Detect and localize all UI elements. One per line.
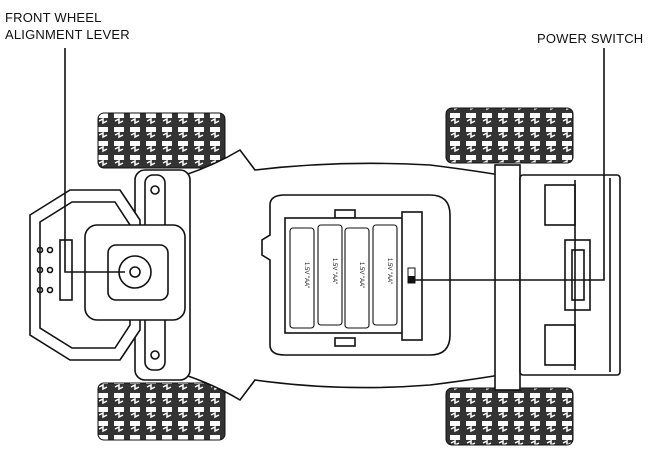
bumper-holes <box>36 246 54 294</box>
screw-hole <box>150 185 160 195</box>
front-wheel-alignment-lever-label: FRONT WHEEL ALIGNMENT LEVER <box>5 9 130 43</box>
screw-hole <box>150 350 160 360</box>
wheel-rear-top <box>445 107 574 164</box>
gearbox-inner <box>571 249 585 301</box>
housing-block <box>544 324 576 366</box>
rear-axle <box>494 164 521 391</box>
battery <box>344 227 370 329</box>
wheel-front-bottom <box>97 382 226 441</box>
leader-line-power-switch <box>415 48 605 281</box>
battery <box>372 224 398 326</box>
batteries: 1.5V "AA" 1.5V "AA" 1.5V "AA" 1.5V "AA" <box>289 224 398 329</box>
wheel-front-top <box>97 112 226 169</box>
lever-pivot <box>129 266 141 278</box>
battery-label: 1.5V "AA" <box>358 262 364 288</box>
battery <box>317 224 343 326</box>
wheel-rear-bottom <box>445 387 574 446</box>
housing-block <box>544 184 576 226</box>
battery-label: 1.5V "AA" <box>303 262 309 288</box>
battery-label: 1.5V "AA" <box>331 258 337 284</box>
battery <box>289 227 315 329</box>
bumper-bracket <box>59 239 73 301</box>
housing-lines <box>574 178 611 372</box>
power-switch[interactable] <box>408 276 415 283</box>
leader-line-lever <box>64 48 125 273</box>
label-line-2: ALIGNMENT LEVER <box>5 27 130 42</box>
cover-tab <box>334 337 356 347</box>
battery-label: 1.5V "AA" <box>386 258 392 284</box>
bumper-inner-outline <box>39 201 131 349</box>
label-line-1: FRONT WHEEL <box>5 10 102 25</box>
cover-tab <box>334 209 356 219</box>
power-switch-label: POWER SWITCH <box>537 31 644 46</box>
